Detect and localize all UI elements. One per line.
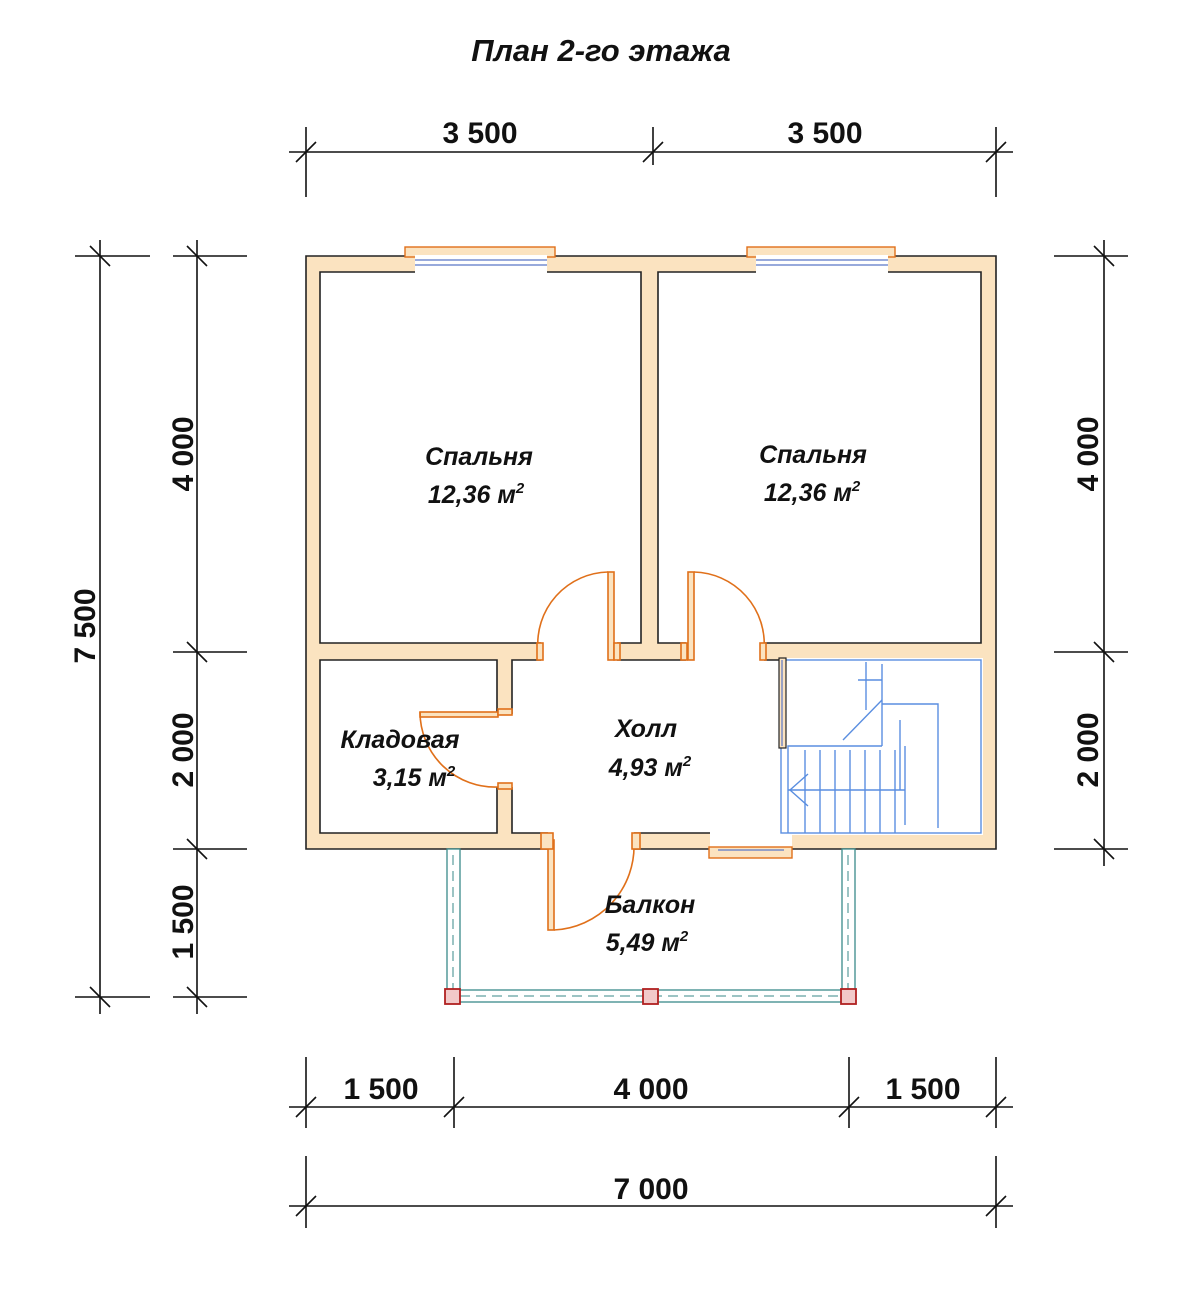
room-area-hall: 4,93 м2 xyxy=(608,753,692,782)
dim-left-lower: 1 500 xyxy=(167,884,200,959)
dim-bottom-total: 7 000 xyxy=(613,1173,688,1206)
balcony-post xyxy=(840,988,857,1005)
dim-right-upper: 4 000 xyxy=(1072,416,1105,491)
room-name-hall: Холл xyxy=(613,715,678,743)
dim-bottom-left: 1 500 xyxy=(343,1073,418,1106)
room-labels: Спальня 12,36 м2 Спальня 12,36 м2 Кладов… xyxy=(341,441,868,957)
dimension-top: 3 500 3 500 xyxy=(289,117,1013,197)
room-area-balcony: 5,49 м2 xyxy=(606,928,689,957)
room-area-bedroom-right: 12,36 м2 xyxy=(764,478,861,507)
door-openings xyxy=(495,641,983,851)
room-name-bedroom-left: Спальня xyxy=(425,443,533,471)
dim-left-middle: 2 000 xyxy=(167,712,200,787)
dim-top-right: 3 500 xyxy=(787,117,862,150)
room-name-bedroom-right: Спальня xyxy=(759,441,867,469)
dim-right-middle: 2 000 xyxy=(1072,712,1105,787)
dimension-bottom: 1 500 4 000 1 500 7 000 xyxy=(289,1057,1013,1228)
dimension-left: 7 500 4 000 2 000 1 500 xyxy=(69,240,247,1014)
room-area-bedroom-left: 12,36 м2 xyxy=(428,480,525,509)
dim-top-left: 3 500 xyxy=(442,117,517,150)
balcony-post xyxy=(642,988,659,1005)
dim-bottom-right: 1 500 xyxy=(885,1073,960,1106)
room-name-storage: Кладовая xyxy=(341,726,460,754)
dim-bottom-middle: 4 000 xyxy=(613,1073,688,1106)
balcony xyxy=(444,848,857,1005)
windows-top xyxy=(404,246,896,273)
room-name-balcony: Балкон xyxy=(605,891,696,919)
dimension-right: 4 000 2 000 xyxy=(1054,240,1128,866)
plan-title: План 2-го этажа xyxy=(471,33,730,68)
staircase xyxy=(778,657,982,834)
dim-left-upper: 4 000 xyxy=(167,416,200,491)
balcony-post xyxy=(444,988,461,1005)
room-area-storage: 3,15 м2 xyxy=(373,763,456,792)
dim-left-total: 7 500 xyxy=(69,588,102,663)
walls xyxy=(305,255,997,850)
doors xyxy=(419,571,793,931)
